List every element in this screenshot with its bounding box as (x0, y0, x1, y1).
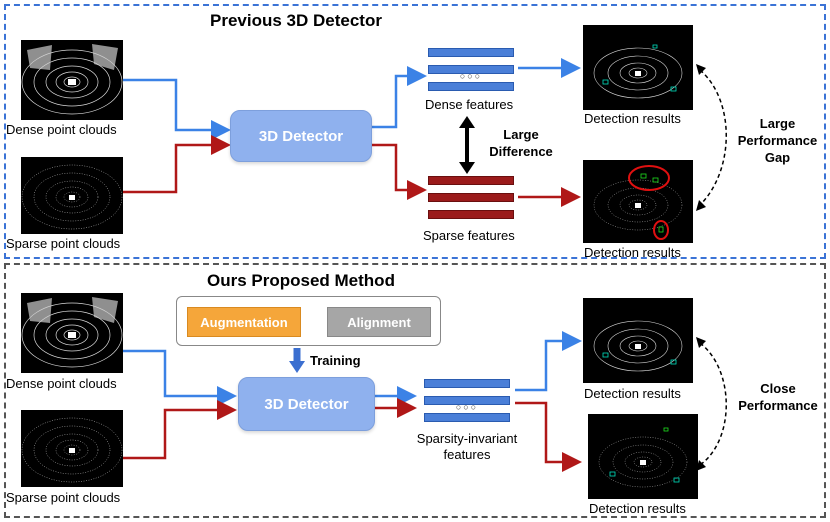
bottom-panel-title: Ours Proposed Method (207, 271, 395, 290)
bottom-3d-detector: 3D Detector (238, 377, 375, 431)
top-sparse-input-label: Sparse point clouds (6, 236, 121, 251)
sparsity-invariant-features-label: Sparsity-invariant features (416, 431, 518, 462)
sparsity-invariant-features-stack: ○○○ (424, 379, 510, 423)
bottom-dense-point-cloud-image (21, 293, 123, 373)
bottom-sparse-detection-results-label: Detection results (589, 501, 686, 516)
bottom-sparse-point-cloud-image (21, 410, 123, 487)
top-detection-results-label: Detection results (584, 111, 681, 126)
dense-features-stack: ○○○ (428, 48, 514, 92)
bottom-sparse-detection-image (588, 414, 698, 499)
previous-detector-panel (4, 4, 826, 259)
top-3d-detector: 3D Detector (230, 110, 372, 162)
top-dense-input-label: Dense point clouds (6, 122, 117, 137)
top-sparse-detection-image (583, 160, 693, 243)
top-panel-title: Previous 3D Detector (210, 11, 382, 30)
large-performance-gap-label: Large Performance Gap (737, 116, 818, 165)
augmentation-block: Augmentation (187, 307, 301, 337)
top-sparse-point-cloud-image (21, 157, 123, 234)
alignment-block: Alignment (327, 307, 431, 337)
proposed-method-panel (4, 263, 826, 518)
training-pipeline-box: Augmentation Alignment (176, 296, 441, 346)
bottom-dense-detection-image (583, 298, 693, 383)
sparse-features-stack: ○○○ (428, 176, 514, 220)
dense-features-label: Dense features (425, 97, 514, 112)
bottom-dense-input-label: Dense point clouds (6, 376, 117, 391)
close-performance-label: Close Performance (738, 381, 818, 413)
top-dense-point-cloud-image (21, 40, 123, 120)
large-difference-label: Large Difference (489, 127, 553, 159)
sparse-features-label: Sparse features (423, 228, 515, 243)
bottom-sparse-input-label: Sparse point clouds (6, 490, 121, 505)
top-dense-detection-image (583, 25, 693, 110)
bottom-detection-results-label: Detection results (584, 386, 681, 401)
training-label: Training (310, 353, 361, 368)
top-sparse-detection-results-label: Detection results (584, 245, 681, 260)
